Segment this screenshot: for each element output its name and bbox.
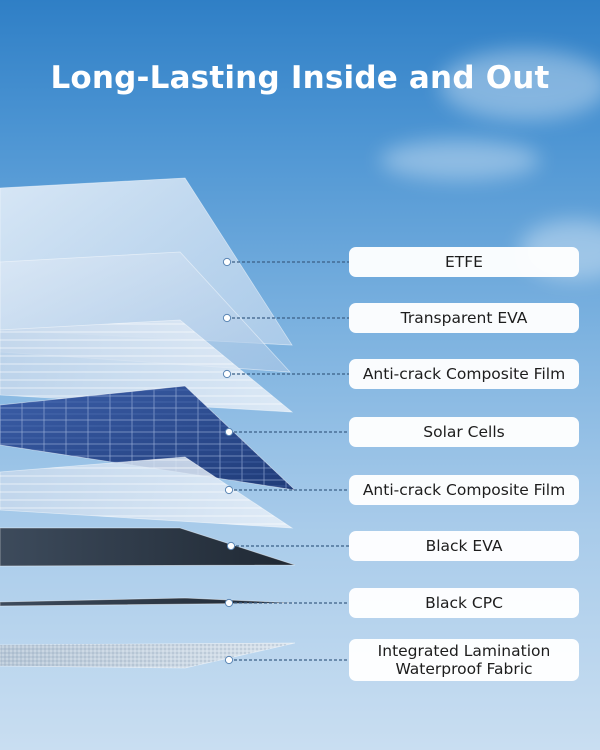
layer-label-6: Black EVA — [349, 531, 579, 561]
leader-dot-7 — [224, 598, 234, 608]
layer-sheet-7 — [0, 597, 296, 607]
layer-label-7: Black CPC — [349, 588, 579, 618]
leader-dot-4 — [224, 427, 234, 437]
layer-label-3: Anti-crack Composite Film — [349, 359, 579, 389]
layer-texture-8 — [0, 643, 295, 668]
leader-dot-5 — [224, 485, 234, 495]
layer-label-4: Solar Cells — [349, 417, 579, 447]
layer-label-1: ETFE — [349, 247, 579, 277]
layer-label-2: Transparent EVA — [349, 303, 579, 333]
page-title: Long-Lasting Inside and Out — [50, 60, 550, 96]
layer-label-5: Anti-crack Composite Film — [349, 475, 579, 505]
layer-label-8: Integrated Lamination Waterproof Fabric — [349, 639, 579, 681]
leader-dot-8 — [224, 655, 234, 665]
leader-dot-3 — [222, 369, 232, 379]
layer-texture-5 — [0, 457, 292, 528]
cloud — [440, 50, 600, 120]
cloud — [380, 140, 540, 180]
leader-dot-1 — [222, 257, 232, 267]
layer-sheet-6 — [0, 527, 296, 567]
leader-dot-2 — [222, 313, 232, 323]
leader-dot-6 — [226, 541, 236, 551]
layer-texture-4 — [0, 386, 295, 490]
layer-texture-3 — [0, 320, 292, 412]
